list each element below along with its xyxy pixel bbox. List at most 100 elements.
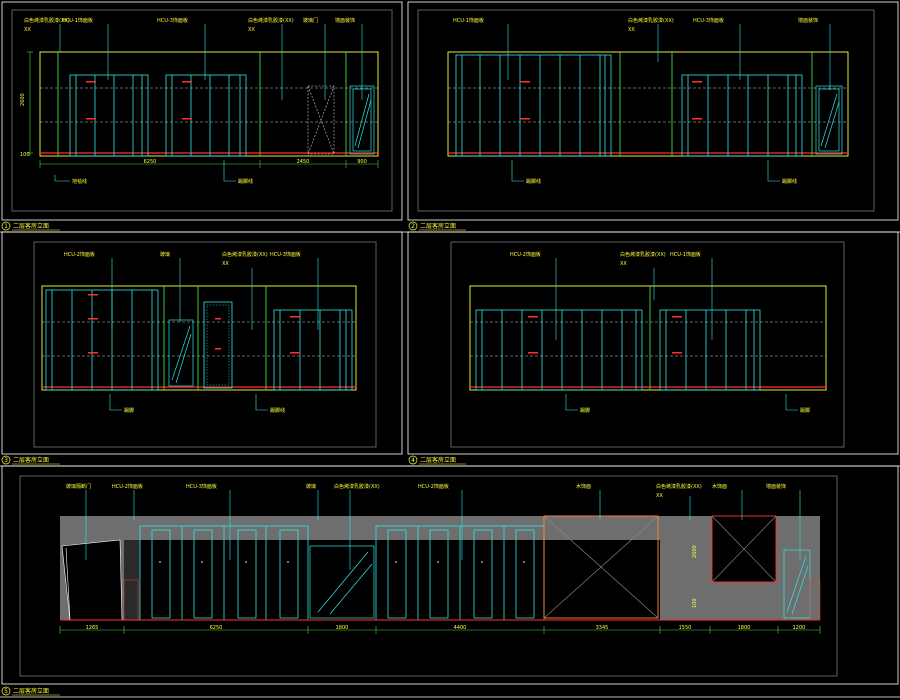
v5-dim-5: 1550: [679, 625, 692, 631]
v3-label-3: 白色烤漆乳胶漆(XX): [222, 251, 268, 258]
upper-cabinet-5: [711, 515, 777, 583]
v1-label-6: 墙面装饰: [335, 17, 355, 24]
v5-dim-3: 4400: [454, 625, 467, 631]
v1-height-dim: 2600: [20, 93, 26, 106]
v2-bottom-2: 踢脚线: [782, 178, 797, 185]
view-3-title: 二层客房立面: [13, 456, 49, 464]
v4-bottom-2: 踢脚: [800, 407, 810, 414]
v1-label-4b: XX: [248, 27, 255, 33]
v5-dim-6: 1800: [738, 625, 751, 631]
v3-label-2: 玻璃: [160, 251, 170, 258]
view-2-index: 2: [411, 223, 415, 230]
v1-label-3: HCU-3饰面板: [157, 17, 188, 24]
v1-base-dim: 100: [20, 152, 30, 158]
cabinet-1b: [165, 74, 247, 157]
view-titles: 1 二层客房立面 2 二层客房立面 3 二层客房立面 4 二层客房立面 5 二层…: [1, 221, 466, 696]
entry-door-5: [61, 539, 123, 621]
view-1-index: 1: [4, 223, 8, 230]
v5-label-7: 木饰面: [576, 483, 591, 490]
view-3-index: 3: [4, 457, 8, 464]
v1-dim-2: 2450: [297, 159, 310, 165]
v1-label-4: 白色烤漆乳胶漆(XX): [248, 17, 294, 24]
view-1-title: 二层客房立面: [13, 222, 49, 230]
glass-partition-5: [309, 545, 375, 619]
door-leaf-1: [307, 85, 335, 155]
elevation-view-1: 6250 2450 900 2600 100 白色烤漆乳胶漆(XX) XX HC…: [20, 17, 379, 185]
view-borders: [11, 9, 875, 677]
glass-panel-3: [168, 319, 194, 387]
elevation-view-5: 2000 100 1265 6250 1800 4400 3345 1550 1…: [59, 483, 821, 634]
v3-bottom-1: 踢脚: [124, 407, 134, 414]
v5-label-1: 玻璃隔断门: [66, 483, 91, 490]
v5-label-8: 白色烤漆乳胶漆(XX): [656, 483, 702, 490]
v1-dim-1: 6250: [144, 159, 157, 165]
cabinet-group-5a: [139, 525, 309, 621]
v2-label-2: 白色烤漆乳胶漆(XX): [628, 17, 674, 24]
v5-label-10: 墙面装饰: [766, 483, 786, 490]
v2-label-3: HCU-3饰面板: [693, 17, 724, 24]
view-4-title: 二层客房立面: [420, 456, 456, 464]
frame-view-3: [1, 231, 403, 455]
title-view-2: 2 二层客房立面: [408, 221, 466, 231]
title-view-5: 5 二层客房立面: [1, 686, 60, 696]
v5-dim-1: 6250: [210, 625, 223, 631]
cabinet-1a: [69, 74, 149, 157]
v1-label-1: 白色烤漆乳胶漆(XX): [24, 17, 70, 24]
v5-dim-4: 3345: [596, 625, 609, 631]
v5-label-3: HCU-3饰面板: [186, 483, 217, 490]
elevation-view-4: HCU-2饰面板 白色烤漆乳胶漆(XX) XX HCU-1饰面板 踢脚 踢脚: [469, 251, 827, 414]
v3-bottom-2: 踢脚线: [270, 407, 285, 414]
v4-label-1: HCU-2饰面板: [510, 251, 541, 258]
view-2-title: 二层客房立面: [420, 222, 456, 230]
v5-base-dim: 100: [692, 598, 698, 608]
cabinet-3a: [45, 289, 159, 391]
view-4-index: 4: [411, 457, 415, 464]
v5-label-5: 白色烤漆乳胶漆(XX): [334, 483, 380, 490]
v5-label-6: HCU-2饰面板: [418, 483, 449, 490]
frame-view-1: [1, 1, 403, 221]
v4-label-3: HCU-1饰面板: [670, 251, 701, 258]
v5-label-2: HCU-2饰面板: [112, 483, 143, 490]
frame-view-2: [407, 1, 899, 221]
title-view-1: 1 二层客房立面: [1, 221, 60, 231]
v2-bottom-1: 踢脚线: [526, 178, 541, 185]
v5-dim-0: 1265: [86, 625, 99, 631]
glass-panel-2: [815, 85, 843, 155]
elevation-view-2: HCU-1饰面板 白色烤漆乳胶漆(XX) XX HCU-3饰面板 墙面装饰 踢脚…: [447, 17, 849, 185]
v4-label-2b: XX: [620, 261, 627, 267]
v5-label-8b: XX: [656, 493, 663, 499]
v1-dim-3: 900: [357, 159, 367, 165]
cabinet-2b: [681, 74, 803, 157]
cabinet-4a: [475, 309, 643, 391]
v5-dim-7: 1200: [793, 625, 806, 631]
v1-bottom-1: 地毯线: [72, 178, 87, 185]
title-view-3: 3 二层客房立面: [1, 455, 60, 465]
v3-label-3b: XX: [222, 261, 229, 267]
view-5-title: 二层客房立面: [13, 687, 49, 695]
mirror-door-3: [203, 301, 233, 389]
v3-label-1: HCU-2饰面板: [64, 251, 95, 258]
v2-label-4: 墙面装饰: [798, 17, 818, 24]
cabinet-3b: [273, 309, 353, 391]
v2-label-2b: XX: [628, 27, 635, 33]
title-view-4: 4 二层客房立面: [408, 455, 466, 465]
cabinet-handles-5: [159, 561, 525, 563]
v5-label-4: 玻璃: [306, 483, 316, 490]
frame-view-4: [407, 231, 899, 455]
v5-height-dim: 2000: [692, 545, 698, 558]
v2-label-1: HCU-1饰面板: [453, 17, 484, 24]
cabinet-2a: [455, 54, 612, 157]
v4-bottom-1: 踢脚: [580, 407, 590, 414]
v1-bottom-2: 踢脚线: [238, 178, 253, 185]
v4-label-2: 白色烤漆乳胶漆(XX): [620, 251, 666, 258]
v1-label-5: 玻璃门: [303, 17, 318, 24]
v5-label-9: 木饰面: [712, 483, 727, 490]
v3-label-4: HCU-3饰面板: [270, 251, 301, 258]
elevation-view-3: HCU-2饰面板 玻璃 白色烤漆乳胶漆(XX) XX HCU-3饰面板 踢脚 踢…: [41, 251, 357, 414]
view-5-index: 5: [4, 688, 8, 695]
v1-label-1b: XX: [24, 27, 31, 33]
cabinet-group-5b: [375, 525, 545, 621]
wardrobe-5: [543, 515, 659, 619]
